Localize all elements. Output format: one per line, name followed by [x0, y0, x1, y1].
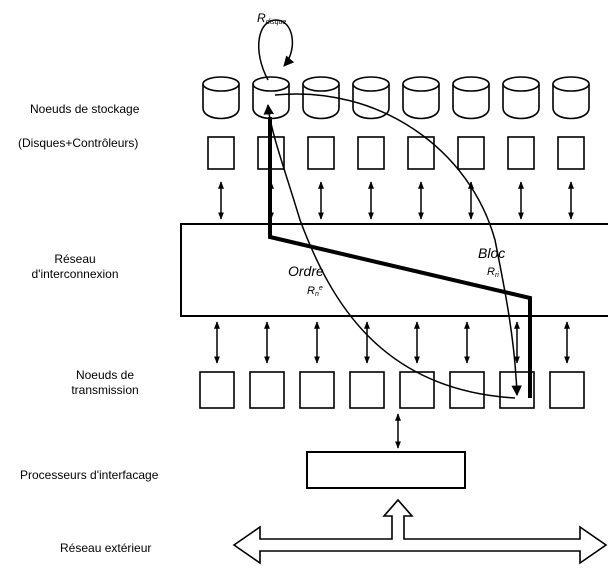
transmission-node-box — [249, 371, 285, 409]
interface-processors-label: Processeurs d'interfacage — [20, 468, 159, 482]
interconnect-network-line1: Réseau — [54, 252, 96, 266]
disk-top — [252, 76, 290, 92]
controller-box — [307, 136, 335, 170]
block-label: Bloc — [478, 245, 505, 261]
controller-box — [507, 136, 535, 170]
transmission-node-box — [549, 371, 585, 409]
interconnect-network-label: Réseau d'interconnexion — [10, 252, 140, 282]
r-ri-label: Rri — [487, 266, 499, 279]
controller-box — [457, 136, 485, 170]
disk-icon — [502, 84, 540, 120]
controller-box — [207, 136, 235, 170]
controller-box — [407, 136, 435, 170]
disks-controllers-label: (Disques+Contrôleurs) — [18, 136, 139, 150]
controller-box — [357, 136, 385, 170]
block-arrow — [274, 93, 522, 397]
data-path-line — [268, 117, 532, 398]
controller-box — [557, 136, 585, 170]
disk-icon — [352, 84, 390, 120]
disk-top — [202, 76, 240, 92]
r-disk-loop-arrow — [257, 19, 295, 81]
order-arrow — [263, 103, 516, 399]
storage-nodes-label: Noeuds de stockage — [30, 102, 140, 116]
disk-top — [502, 76, 540, 92]
interface-processor-box — [306, 451, 466, 489]
disk-icon — [552, 84, 590, 120]
disk-top — [302, 76, 340, 92]
order-label: Ordre — [288, 263, 324, 279]
disk-top — [552, 76, 590, 92]
transmission-node-box — [199, 371, 235, 409]
transmission-node-box — [349, 371, 385, 409]
disk-icon — [452, 84, 490, 120]
r-ne-label: Rne — [307, 285, 323, 298]
transmission-nodes-label: Noeuds de transmission — [40, 368, 170, 398]
transmission-nodes-line1: Noeuds de — [75, 368, 135, 382]
external-network-label: Réseau extérieur — [60, 541, 152, 555]
disk-top — [352, 76, 390, 92]
disk-icon — [202, 84, 240, 120]
storage-nodes — [202, 76, 590, 220]
interconnect-network-box — [180, 223, 608, 317]
transmission-nodes — [199, 321, 585, 409]
disk-top — [452, 76, 490, 92]
external-network-arrow — [232, 498, 608, 565]
disk-icon — [302, 84, 340, 120]
transmission-nodes-line2: transmission — [71, 383, 139, 397]
interconnect-network-line2: d'interconnexion — [31, 267, 119, 281]
transmission-node-box — [299, 371, 335, 409]
r-disk-label: Rdisque — [257, 11, 286, 26]
disk-top — [402, 76, 440, 92]
transmission-node-box — [449, 371, 485, 409]
disk-icon — [402, 84, 440, 120]
